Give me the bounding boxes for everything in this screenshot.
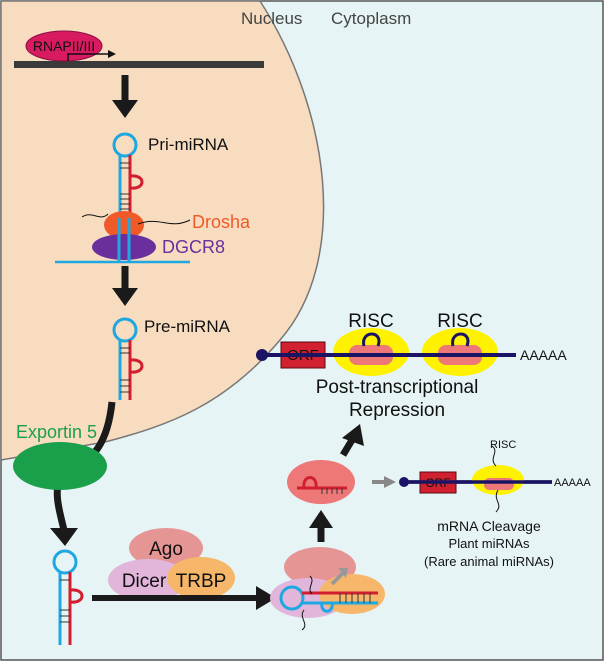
cleavage-line-2: Plant miRNAs (449, 536, 530, 551)
pre-mirna-hairpin (112, 317, 144, 400)
cytoplasm-label: Cytoplasm (331, 9, 411, 28)
dicer-label: Dicer (122, 571, 167, 592)
repression-line-2: Repression (349, 400, 445, 421)
arrow-risc-loading-head (309, 510, 333, 528)
pri-mirna-label: Pri-miRNA (148, 135, 229, 154)
drosha-label: Drosha (192, 212, 251, 232)
risc-label-1: RISC (348, 311, 393, 332)
loaded-risc (287, 460, 355, 504)
dicer-protein (108, 559, 188, 601)
polya-tail-2: AAAAA (554, 477, 591, 489)
exportin-5-label: Exportin 5 (16, 422, 97, 442)
ago-protein (129, 528, 203, 568)
transcription-arrowhead-icon (108, 50, 116, 58)
cleavage-pointer (137, 219, 191, 225)
polymerase-label: RNAPII/III (33, 38, 95, 54)
dgcr8-label: DGCR8 (162, 237, 225, 257)
arrow-transcription-head (112, 100, 138, 118)
export-arrow-head (50, 528, 78, 546)
trbp-label: TRBP (176, 571, 227, 592)
nucleus-label: Nucleus (241, 9, 302, 28)
cleavage-squiggle (81, 213, 109, 218)
cleavage-line-1: mRNA Cleavage (437, 518, 541, 534)
nucleus-region (0, 0, 325, 461)
dna-bar (14, 61, 264, 68)
exportin-5-protein (13, 442, 107, 490)
polymerase: RNAPII/III (25, 30, 103, 62)
arrow-repression-head (342, 424, 364, 446)
cleavage-line-3: (Rare animal miRNAs) (424, 554, 554, 569)
pre-mirna-label: Pre-miRNA (144, 317, 231, 336)
repression-line-1: Post-transcriptional (316, 377, 479, 398)
arrow-cropping-head (112, 288, 138, 306)
cleavage-mrna: ORF (399, 445, 552, 513)
drosha-protein (104, 211, 144, 239)
arrow-dicing-head (256, 586, 276, 610)
transcription-start-arrow-icon (67, 53, 112, 61)
risc-label-2: RISC (437, 311, 482, 332)
polya-tail-1: AAAAA (520, 347, 567, 363)
ago-label: Ago (149, 539, 183, 560)
cytoplasmic-pre-mirna (52, 549, 84, 645)
arrow-repression (339, 438, 356, 457)
dicing-complex (270, 547, 385, 631)
dgcr8-protein (92, 234, 156, 260)
risc-small-label: RISC (490, 439, 516, 451)
trbp-protein (167, 557, 235, 599)
arrow-cleavage-head (384, 476, 396, 488)
repression-mrna: ORF (256, 328, 516, 376)
